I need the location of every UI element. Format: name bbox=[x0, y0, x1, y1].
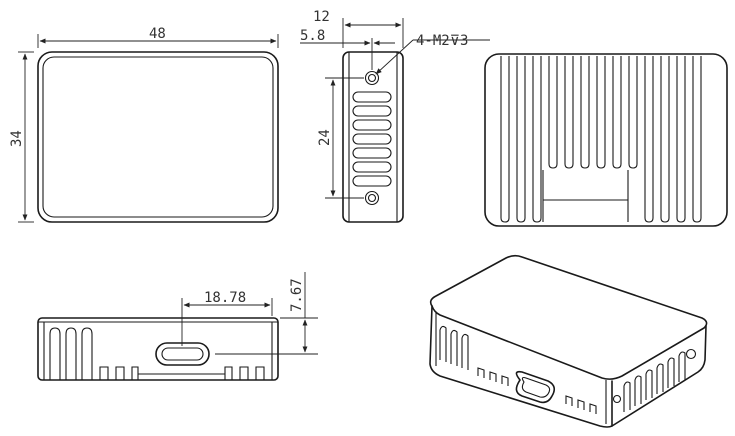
iso-side-hole bbox=[685, 348, 697, 360]
fin-slot bbox=[596, 56, 606, 169]
fin-slot bbox=[500, 56, 510, 223]
usb-c-port-inner bbox=[161, 347, 204, 361]
mount-hole-top bbox=[364, 70, 380, 86]
hole-callout: 4-M2⊽3 bbox=[375, 33, 490, 75]
iso-right-vents bbox=[623, 351, 686, 412]
fin-slot bbox=[612, 56, 622, 169]
dimension-hole-spacing: 24 bbox=[317, 77, 364, 199]
bottom-view bbox=[37, 317, 279, 381]
fin-slot bbox=[628, 56, 638, 169]
dimension-width: 48 bbox=[37, 26, 279, 48]
iso-usb-port bbox=[515, 370, 556, 404]
mount-hole-bottom bbox=[364, 190, 380, 206]
dim-usb-offset-label: 18.78 bbox=[204, 290, 246, 306]
iso-front-notches bbox=[477, 367, 597, 414]
front-outer-outline bbox=[37, 51, 279, 223]
front-inner-outline bbox=[42, 56, 274, 218]
iso-top-face bbox=[429, 254, 708, 380]
dim-width-label: 48 bbox=[149, 26, 166, 42]
dim-height-label: 34 bbox=[9, 130, 25, 147]
fin-slot bbox=[564, 56, 574, 169]
back-view-fins bbox=[484, 53, 728, 227]
iso-front-vents bbox=[439, 325, 469, 370]
dim-depth-label: 12 bbox=[313, 9, 330, 25]
iso-front-face bbox=[429, 305, 613, 428]
bottom-outline bbox=[37, 317, 279, 381]
fin-slots bbox=[500, 56, 702, 223]
fin-slot bbox=[676, 56, 686, 223]
side-view bbox=[342, 51, 404, 223]
iso-right-face bbox=[611, 325, 707, 427]
dimension-depth: 12 bbox=[313, 9, 404, 48]
hole-callout-label: 4-M2⊽3 bbox=[416, 33, 468, 49]
bottom-notches bbox=[99, 366, 265, 380]
side-vent-slots bbox=[352, 91, 392, 187]
back-outline bbox=[484, 53, 728, 227]
side-outline bbox=[342, 51, 404, 223]
dimension-height: 34 bbox=[9, 51, 34, 223]
fin-slot bbox=[660, 56, 670, 223]
fin-slot bbox=[580, 56, 590, 169]
usb-c-port-outer bbox=[155, 342, 210, 366]
dimension-usb-offset: 18.78 bbox=[181, 290, 273, 346]
fin-slot bbox=[532, 56, 542, 223]
dimension-usb-height: 7.67 bbox=[215, 272, 318, 355]
isometric-view bbox=[429, 254, 708, 428]
dim-offset-label: 5.8 bbox=[300, 28, 325, 44]
bottom-vent-slots bbox=[49, 327, 93, 380]
fin-slot bbox=[644, 56, 654, 223]
fin-slot bbox=[548, 56, 558, 169]
fin-slot bbox=[516, 56, 526, 223]
fin-slot bbox=[692, 56, 702, 223]
dim-usb-height-label: 7.67 bbox=[289, 278, 305, 312]
dimension-offset: 5.8 bbox=[300, 28, 395, 70]
dim-spacing-label: 24 bbox=[317, 129, 333, 146]
front-view bbox=[37, 51, 279, 223]
